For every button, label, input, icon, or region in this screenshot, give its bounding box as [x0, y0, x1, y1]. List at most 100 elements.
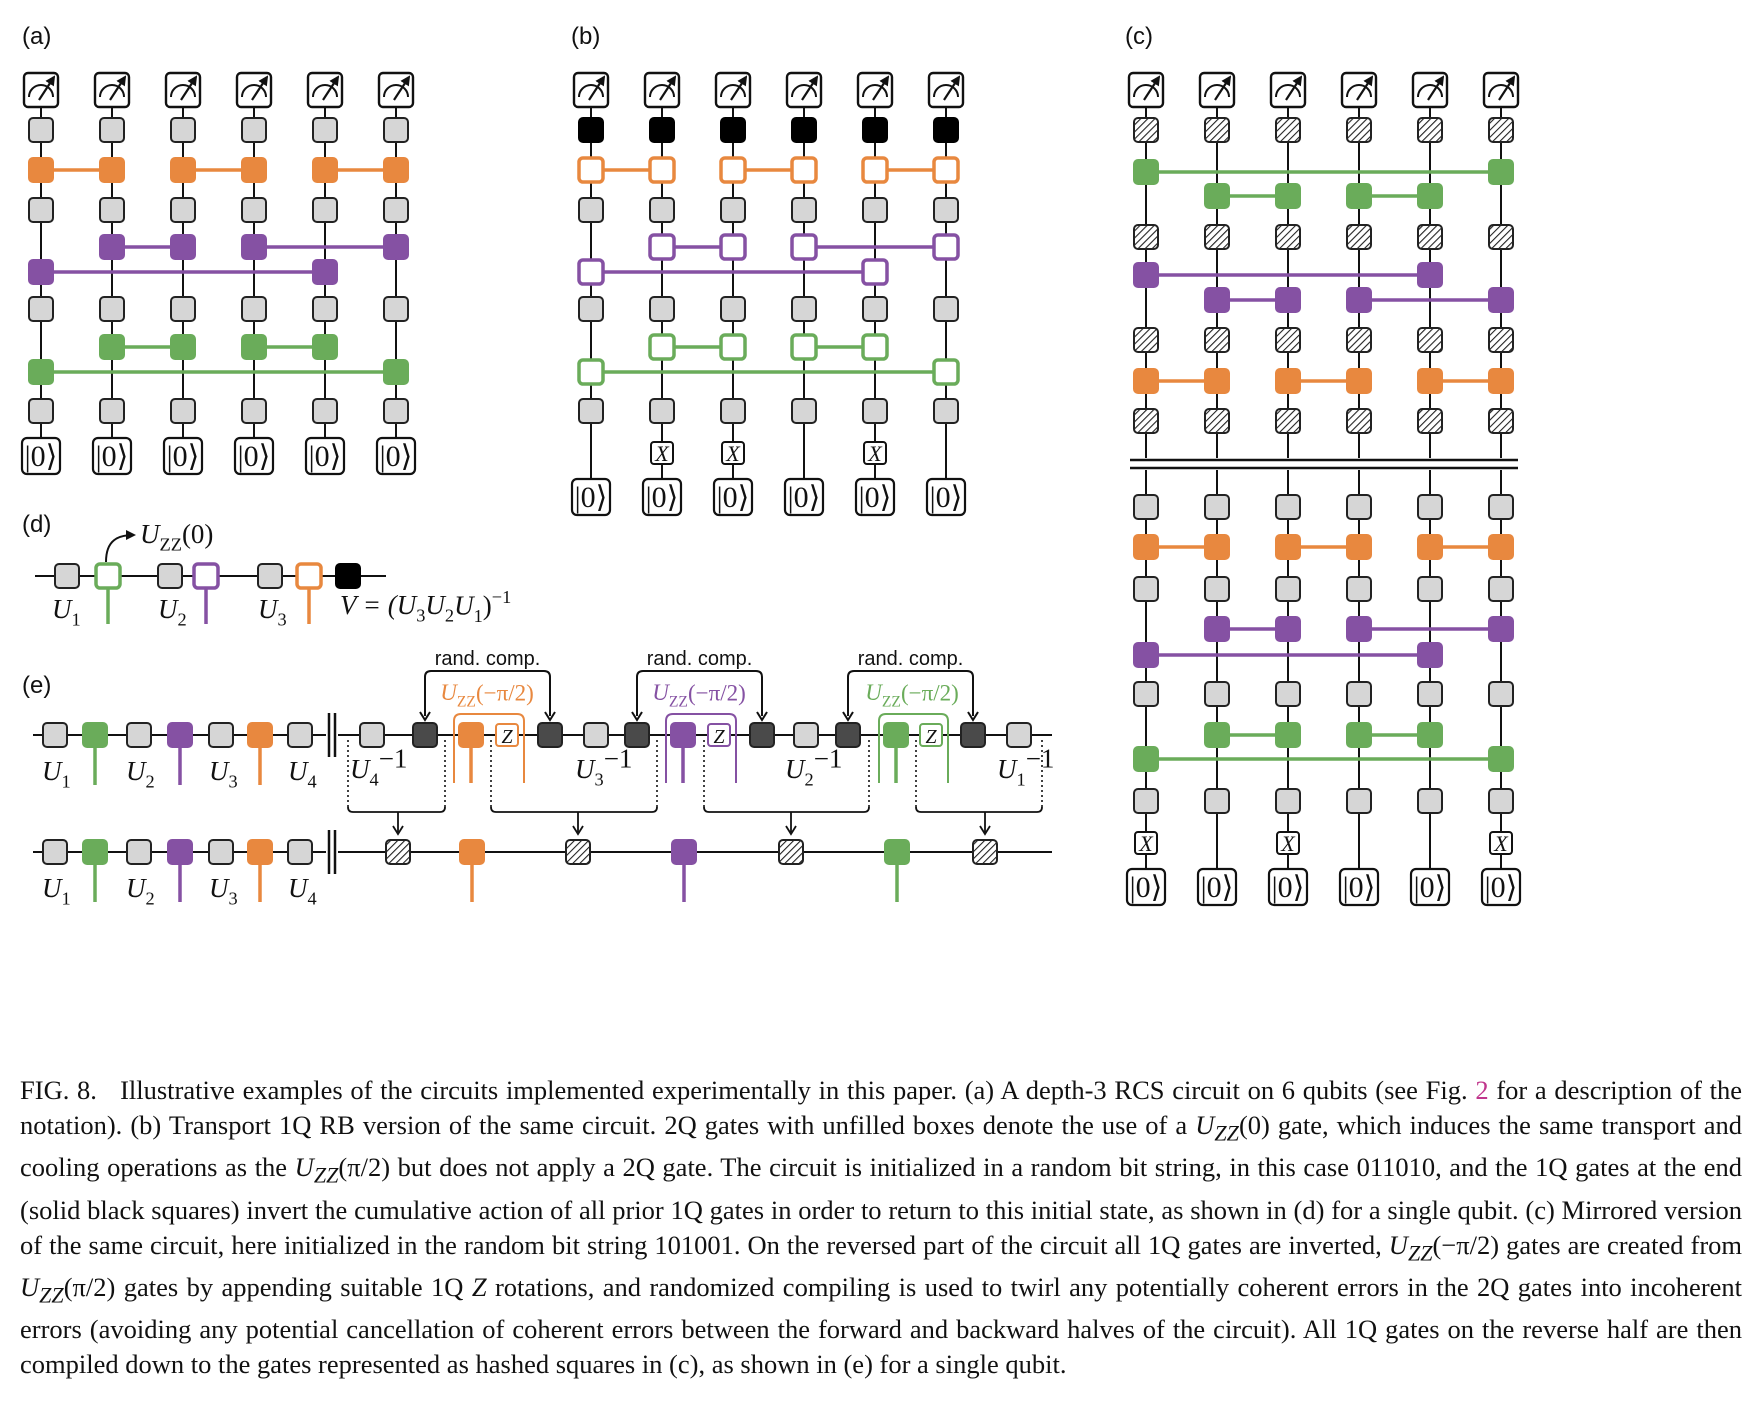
- caption-text-2: for a description of the notation). (b) …: [20, 1075, 1743, 1140]
- figure-reference-link[interactable]: 2: [1475, 1075, 1489, 1105]
- single-qubit-gate: [649, 296, 675, 322]
- two-qubit-gate-orange: [1204, 368, 1230, 394]
- meter-arc: [1275, 84, 1301, 98]
- uzz0-gate-orange: [790, 156, 818, 184]
- meter-needle: [1214, 75, 1232, 101]
- x-gate: [721, 441, 745, 465]
- single-qubit-gate: [649, 398, 675, 424]
- z-gate: [495, 723, 519, 747]
- two-qubit-gate-purple: [167, 722, 193, 748]
- math-label: V = (U3U2U1)−1: [340, 587, 511, 626]
- randomized-gate: [749, 722, 775, 748]
- compile-bracket: [915, 806, 1043, 813]
- meter-needle: [1356, 75, 1374, 101]
- two-qubit-gate-purple: [1275, 287, 1301, 313]
- single-qubit-gate: [28, 398, 54, 424]
- inverse-gate: [862, 117, 888, 143]
- meter-arc: [1133, 84, 1159, 98]
- z-gate: [707, 723, 731, 747]
- two-qubit-gate-purple: [1275, 616, 1301, 642]
- two-qubit-gate-purple: [241, 234, 267, 260]
- uzz0-gate-green: [94, 562, 122, 590]
- panel-label-a: (a): [22, 23, 51, 50]
- measurement-icon: [22, 71, 60, 109]
- two-qubit-gate-purple: [1488, 287, 1514, 313]
- inverse-gate: [933, 117, 959, 143]
- figure-caption: FIG. 8. Illustrative examples of the cir…: [20, 1075, 1743, 1380]
- single-qubit-gate: [933, 398, 959, 424]
- measurement-icon: [1482, 71, 1520, 109]
- initial-state-ket: |0⟩: [380, 440, 413, 473]
- initial-state-ket: |0⟩: [1485, 871, 1518, 904]
- uzz0-gate-green: [719, 333, 747, 361]
- math-label: U4−1: [350, 744, 407, 790]
- meter-needle: [38, 75, 56, 101]
- math-label: U4: [288, 756, 317, 792]
- measurement-icon: [306, 71, 344, 109]
- single-qubit-gate: [1417, 788, 1443, 814]
- down-arrow-icon: [979, 825, 991, 836]
- x-gate: [1489, 831, 1513, 855]
- two-qubit-gate-purple: [312, 259, 338, 285]
- two-qubit-gate-green: [1204, 722, 1230, 748]
- two-qubit-gate-green: [1488, 746, 1514, 772]
- meter-arc: [1417, 84, 1443, 98]
- two-qubit-gate-orange: [170, 157, 196, 183]
- meter-arc: [578, 84, 604, 98]
- down-arrow-icon: [631, 711, 643, 722]
- meter-arc: [383, 84, 409, 98]
- single-qubit-gate: [383, 398, 409, 424]
- initial-state-box: [570, 477, 612, 517]
- caption-text-7: rotations, and randomized compiling is u…: [20, 1271, 1743, 1380]
- single-qubit-gate: [1488, 576, 1514, 602]
- initial-state-ket: |0⟩: [859, 481, 892, 514]
- x-gate: [1276, 831, 1300, 855]
- x-gate-label: X: [725, 441, 741, 466]
- single-qubit-gate: [157, 563, 183, 589]
- initial-state-box: [641, 477, 683, 517]
- single-qubit-gate: [99, 296, 125, 322]
- math-label: UZZ(−π/2): [652, 680, 746, 710]
- single-qubit-gate: [1488, 494, 1514, 520]
- two-qubit-gate-purple: [1204, 616, 1230, 642]
- rand-comp-bracket: [636, 670, 763, 716]
- two-qubit-gate-orange: [459, 839, 485, 865]
- two-qubit-gate-purple: [1488, 616, 1514, 642]
- two-qubit-gate-green: [1275, 722, 1301, 748]
- uzz0-gate-orange: [932, 156, 960, 184]
- initial-state-box: [375, 436, 417, 476]
- two-qubit-gate-purple: [170, 234, 196, 260]
- math-label: U3: [258, 594, 287, 630]
- measurement-icon: [1411, 71, 1449, 109]
- two-qubit-gate-orange: [28, 157, 54, 183]
- down-arrow-icon: [756, 711, 768, 722]
- single-qubit-gate: [583, 722, 609, 748]
- inverse-gate: [335, 563, 361, 589]
- single-qubit-gate: [312, 398, 338, 424]
- two-qubit-gate-orange: [241, 157, 267, 183]
- two-qubit-gate-orange: [458, 722, 484, 748]
- single-qubit-gate: [99, 117, 125, 143]
- meter-needle: [872, 75, 890, 101]
- single-qubit-gate: [578, 398, 604, 424]
- uzz0-gate-purple: [648, 233, 676, 261]
- single-qubit-gate: [383, 117, 409, 143]
- initial-state-box: [783, 477, 825, 517]
- single-qubit-gate: [287, 839, 313, 865]
- single-qubit-gate: [1417, 494, 1443, 520]
- measurement-icon: [93, 71, 131, 109]
- x-gate: [1134, 831, 1158, 855]
- meter-needle: [1427, 75, 1445, 101]
- two-qubit-gate-green: [1417, 722, 1443, 748]
- single-qubit-gate: [28, 296, 54, 322]
- single-qubit-gate: [99, 197, 125, 223]
- uzz0-arrow-icon: [105, 530, 136, 563]
- hashed-square-icon: [1275, 117, 1301, 143]
- down-arrow-icon: [392, 825, 404, 836]
- two-qubit-gate-orange: [1417, 534, 1443, 560]
- hashed-square-icon: [1488, 117, 1514, 143]
- meter-arc: [28, 84, 54, 98]
- math-label: U3: [209, 873, 238, 909]
- hashed-square-icon: [1133, 117, 1159, 143]
- meter-arc: [1346, 84, 1372, 98]
